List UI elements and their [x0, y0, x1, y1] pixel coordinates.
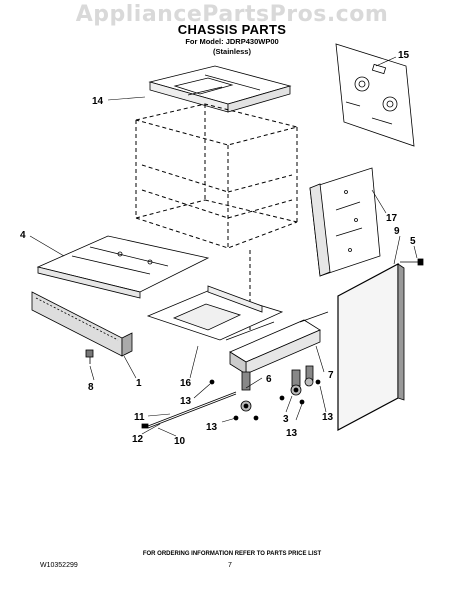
part-rear-panel [335, 43, 415, 147]
callout-14: 14 [92, 96, 104, 107]
part-bottom-tray [36, 235, 210, 299]
ordering-note: FOR ORDERING INFORMATION REFER TO PARTS … [142, 551, 322, 557]
callout-13: 13 [180, 396, 192, 407]
callout-13: 13 [286, 428, 298, 439]
document-number: W10352299 [40, 562, 78, 569]
part-bracket-rail [225, 311, 329, 375]
callout-9: 9 [394, 226, 400, 237]
callout-15: 15 [398, 50, 410, 61]
callout-11: 11 [134, 412, 145, 423]
callout-7: 7 [328, 370, 334, 381]
callout-17: 17 [386, 213, 398, 224]
callout-13: 13 [206, 422, 218, 433]
callout-1: 1 [136, 378, 142, 389]
part-front-strip [31, 291, 133, 357]
callout-6: 6 [266, 374, 272, 385]
callout-12: 12 [132, 434, 144, 445]
callout-13: 13 [322, 412, 334, 423]
callout-labels: 15 14 17 9 5 4 7 8 1 16 13 6 11 12 10 13… [20, 50, 416, 447]
part-top-panel [148, 65, 292, 113]
part-middle-plate [146, 285, 284, 341]
callout-10: 10 [174, 436, 186, 447]
callout-5: 5 [410, 236, 416, 247]
callout-16: 16 [180, 378, 192, 389]
part-side-panel [309, 167, 381, 277]
watermark: AppliancePartsPros.com [75, 2, 389, 27]
variant-line: (Stainless) [213, 47, 251, 56]
part-casters [240, 365, 314, 412]
part-screw-5 [400, 258, 424, 266]
part-screw-8 [85, 349, 94, 364]
callout-4: 4 [20, 230, 26, 241]
part-screws-13 [209, 379, 321, 421]
part-door-panel [337, 263, 405, 431]
page-number: 7 [228, 562, 232, 569]
model-line: For Model: JDRP430WP00 [185, 37, 279, 46]
leader-lines [29, 56, 418, 437]
callout-3: 3 [283, 414, 289, 425]
callout-8: 8 [88, 382, 94, 393]
page-title: CHASSIS PARTS [177, 22, 287, 37]
part-rod [141, 391, 237, 429]
